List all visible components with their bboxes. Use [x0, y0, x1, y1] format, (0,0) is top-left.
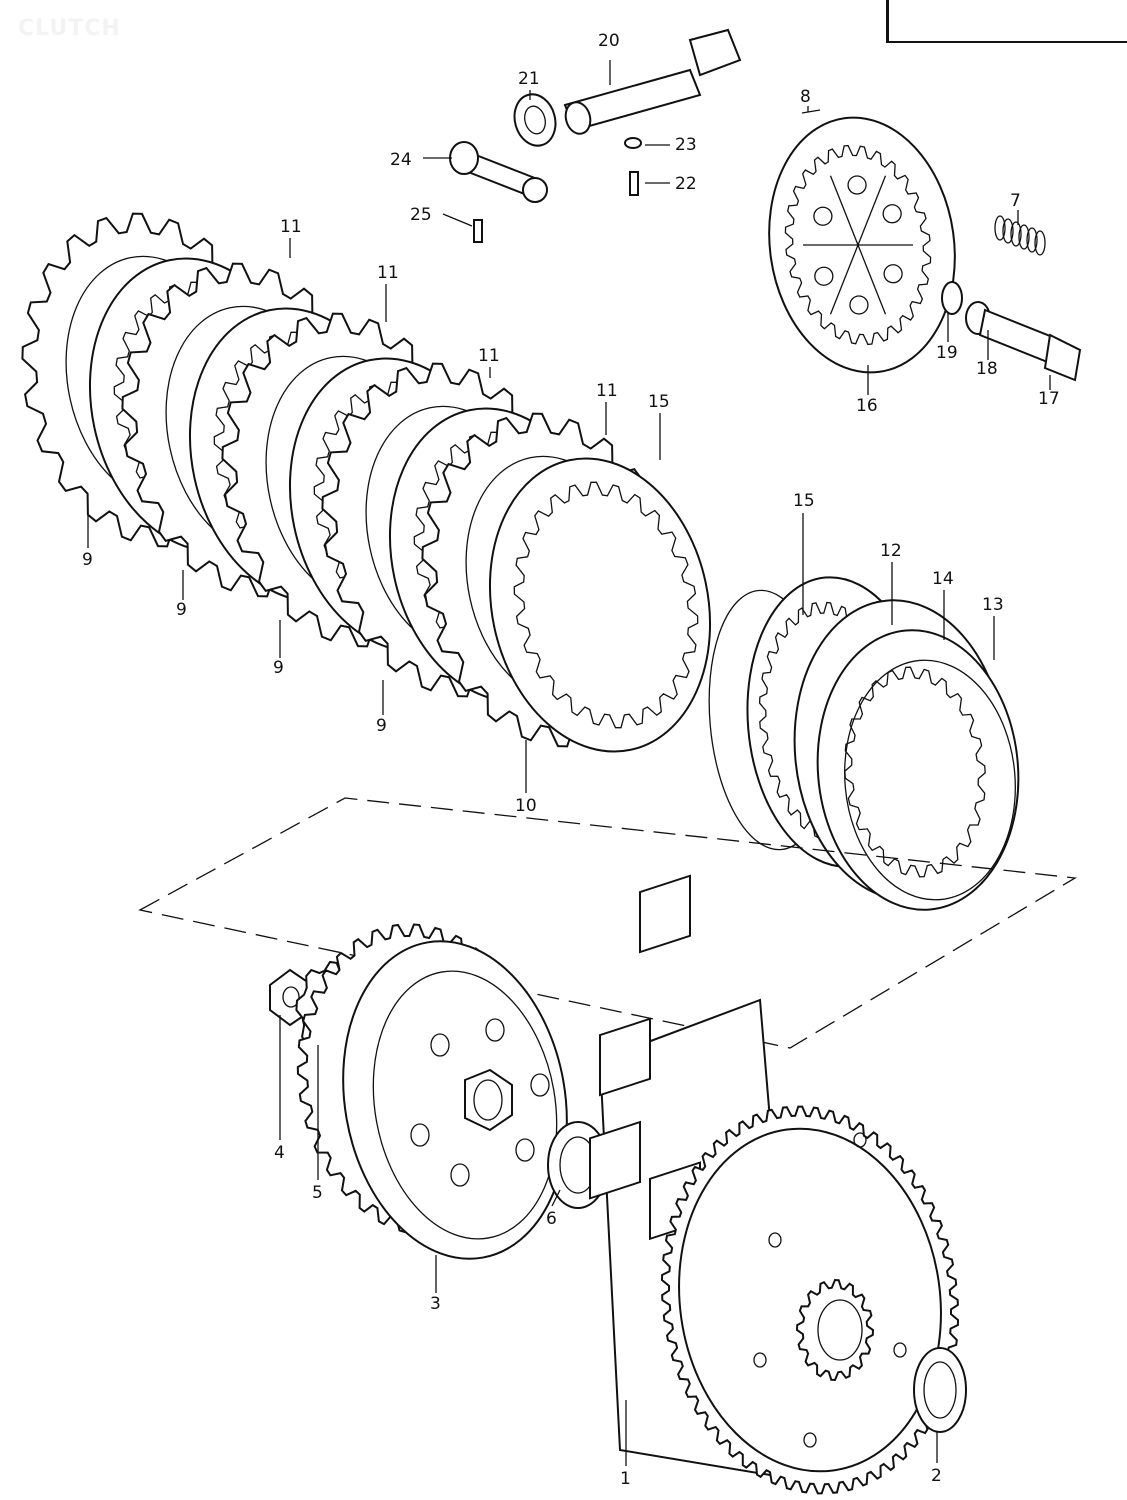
callout-label-17: 17 — [1038, 389, 1060, 409]
pressure-plate-teeth — [784, 144, 932, 346]
callout-label-2: 2 — [931, 1466, 942, 1486]
leader-line — [442, 213, 473, 227]
callout-label-3: 3 — [430, 1294, 441, 1314]
callout-label-23: 23 — [675, 135, 697, 155]
callout-label-5: 5 — [312, 1183, 323, 1203]
housing-hole — [853, 1132, 867, 1148]
callout-label-15: 15 — [648, 392, 670, 412]
hub-hole — [450, 1163, 470, 1187]
pin-8 — [801, 109, 821, 114]
center-hole — [473, 1079, 503, 1121]
basket-slot — [589, 1120, 641, 1200]
callout-label-11: 11 — [478, 346, 500, 366]
housing-hole — [753, 1352, 767, 1368]
callout-label-13: 13 — [982, 595, 1004, 615]
spring-boss — [847, 175, 867, 195]
release-arm-end — [522, 177, 548, 203]
callout-label-15: 15 — [793, 491, 815, 511]
clutch-spring-coil — [1010, 221, 1022, 247]
callout-label-14: 14 — [932, 569, 954, 589]
hub-hole — [485, 1018, 505, 1042]
steel-plate — [488, 457, 712, 753]
hub-hole — [410, 1123, 430, 1147]
center-nut — [464, 1068, 513, 1132]
kick-gear-hole — [817, 1299, 863, 1361]
pressure-plate-spoke — [857, 175, 887, 246]
callout-label-9: 9 — [82, 550, 93, 570]
leader-line — [551, 1189, 561, 1207]
parts-drawing — [21, 28, 1082, 1495]
callout-label-25: 25 — [410, 205, 432, 225]
clutch-spring-coil — [994, 215, 1006, 241]
spring-boss — [882, 204, 902, 224]
callout-label-12: 12 — [880, 541, 902, 561]
callout-label-1: 1 — [620, 1469, 631, 1489]
callout-label-21: 21 — [518, 69, 540, 89]
nut-hole — [282, 986, 300, 1008]
pushrod-gear — [688, 28, 742, 77]
hub-hole — [530, 1073, 550, 1097]
washer-23 — [624, 137, 642, 149]
callout-label-18: 18 — [976, 359, 998, 379]
callout-label-9: 9 — [176, 600, 187, 620]
callout-label-6: 6 — [546, 1209, 557, 1229]
callout-label-4: 4 — [274, 1143, 285, 1163]
bearing — [513, 93, 557, 147]
hub-hole — [430, 1033, 450, 1057]
clutch-spring-coil — [1026, 227, 1038, 253]
spring-boss — [883, 264, 903, 284]
callout-label-24: 24 — [390, 150, 412, 170]
bolt-22 — [629, 171, 639, 196]
diagram-title: CLUTCH — [18, 16, 121, 41]
spring-boss — [813, 206, 833, 226]
kick-gear — [795, 1278, 875, 1382]
callout-label-11: 11 — [377, 263, 399, 283]
callout-label-20: 20 — [598, 31, 620, 51]
washer — [941, 281, 963, 315]
clutch-hub-13-inner — [844, 659, 1016, 901]
callout-label-11: 11 — [596, 381, 618, 401]
steel-plate-teeth — [513, 481, 699, 729]
page-frame-corner — [886, 0, 1127, 43]
pressure-plate-spoke — [857, 244, 887, 315]
callout-label-9: 9 — [273, 658, 284, 678]
assembly-group-boundary — [138, 797, 1077, 1049]
pressure-plate-spoke — [829, 175, 859, 246]
pressure-plate-spoke — [829, 244, 859, 315]
spring-boss — [849, 295, 869, 315]
bolt-head — [1043, 333, 1082, 382]
hub-hole — [515, 1138, 535, 1162]
clutch-hub-3-face — [372, 970, 558, 1240]
leader-lines — [87, 60, 1051, 1466]
housing-hole — [768, 1232, 782, 1248]
callout-label-9: 9 — [376, 716, 387, 736]
callout-label-19: 19 — [936, 343, 958, 363]
clutch-spring-coil — [1002, 218, 1014, 244]
thrust-washer-2-inner — [923, 1361, 957, 1419]
callout-label-22: 22 — [675, 174, 697, 194]
pushrod-end — [564, 101, 592, 135]
release-arm-boss — [449, 141, 479, 175]
spring-boss — [814, 266, 834, 286]
callout-label-16: 16 — [856, 396, 878, 416]
thrust-washer-2 — [913, 1347, 967, 1433]
basket-slot — [639, 874, 691, 954]
basket-slot — [599, 1017, 651, 1097]
callout-label-8: 8 — [800, 87, 811, 107]
clutch-hub-3 — [342, 940, 568, 1260]
housing-hole — [893, 1342, 907, 1358]
clutch-spring-coil — [1018, 224, 1030, 250]
callout-label-11: 11 — [280, 217, 302, 237]
callout-label-7: 7 — [1010, 191, 1021, 211]
callout-labels: 2021823242225711111111151918171699991512… — [82, 31, 1060, 1489]
clutch-spring-coil — [1034, 230, 1046, 256]
bolt-25 — [473, 219, 483, 243]
bearing-inner — [524, 105, 546, 135]
housing-hole — [803, 1432, 817, 1448]
callout-label-10: 10 — [515, 796, 537, 816]
